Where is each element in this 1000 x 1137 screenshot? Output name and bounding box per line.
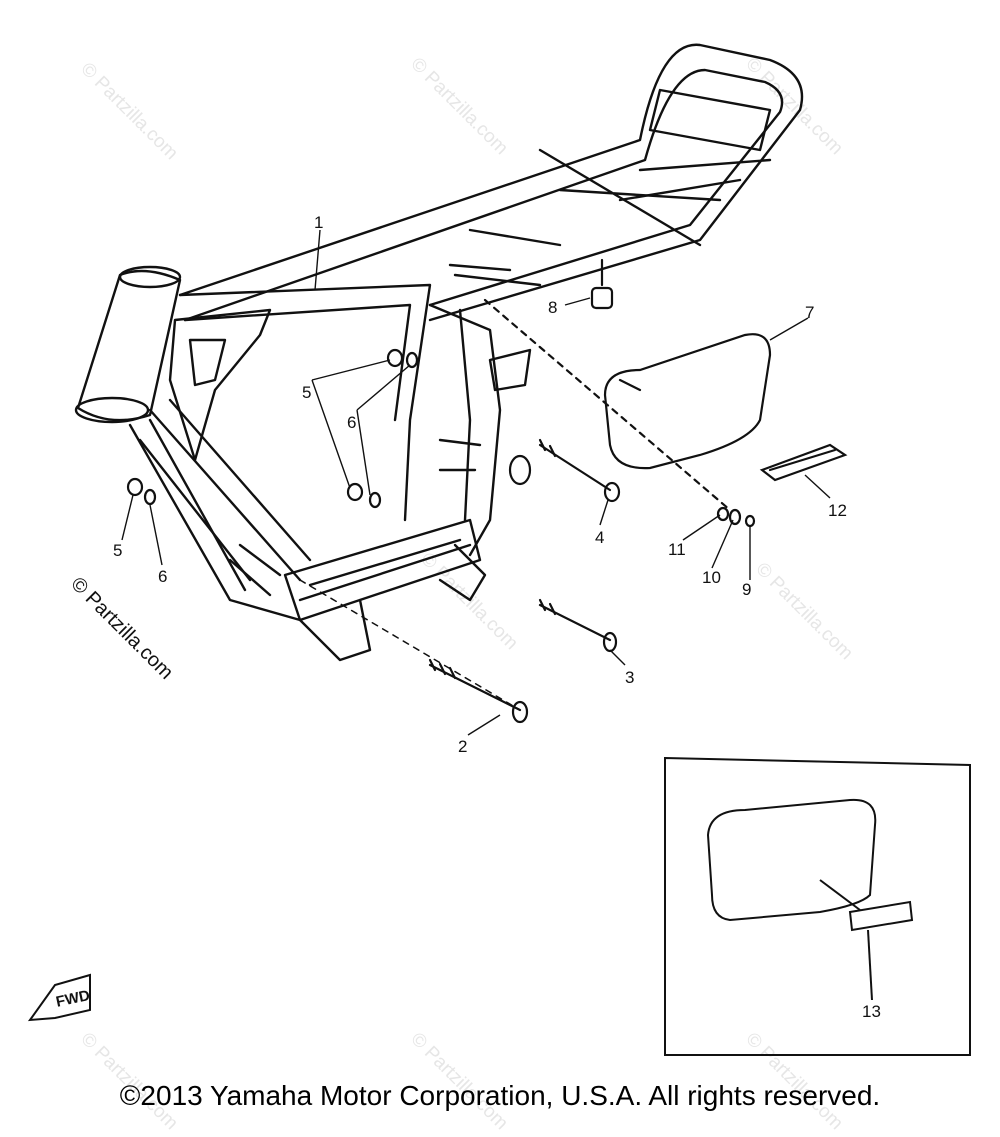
copyright-notice: ©2013 Yamaha Motor Corporation, U.S.A. A…: [119, 1080, 881, 1111]
callout-4: 4: [595, 528, 604, 547]
callout-11: 11: [668, 540, 686, 559]
callout-7: 7: [805, 303, 814, 322]
inset-panel: [664, 756, 971, 1056]
callout-5a: 5: [302, 383, 311, 402]
callouts: 1 2 3 4 5 6 5 6 7 8 9 10 11 12 13: [113, 213, 881, 1021]
callout-10: 10: [702, 568, 721, 587]
callout-8: 8: [548, 298, 557, 317]
watermark-dark: © Partzilla.com: [66, 573, 177, 684]
callout-9: 9: [742, 580, 751, 599]
callout-13: 13: [862, 1002, 881, 1021]
callout-5b: 5: [113, 541, 122, 560]
callout-12: 12: [828, 501, 847, 520]
leader-lines: [121, 229, 831, 736]
watermark: © Partzilla.com: [76, 59, 181, 164]
parts: [126, 258, 848, 724]
callout-2: 2: [458, 737, 467, 756]
watermark: © Partzilla.com: [406, 54, 511, 159]
callout-6b: 6: [158, 567, 167, 586]
frame-drawing: [74, 43, 804, 662]
callout-6a: 6: [347, 413, 356, 432]
fwd-arrow: FWD: [27, 973, 92, 1022]
watermark: © Partzilla.com: [741, 54, 846, 159]
watermark-group: © Partzilla.com © Partzilla.com © Partzi…: [76, 54, 856, 1134]
callout-3: 3: [625, 668, 634, 687]
callout-1: 1: [314, 213, 323, 232]
fwd-label: FWD: [54, 987, 91, 1011]
watermark: © Partzilla.com: [751, 559, 856, 664]
